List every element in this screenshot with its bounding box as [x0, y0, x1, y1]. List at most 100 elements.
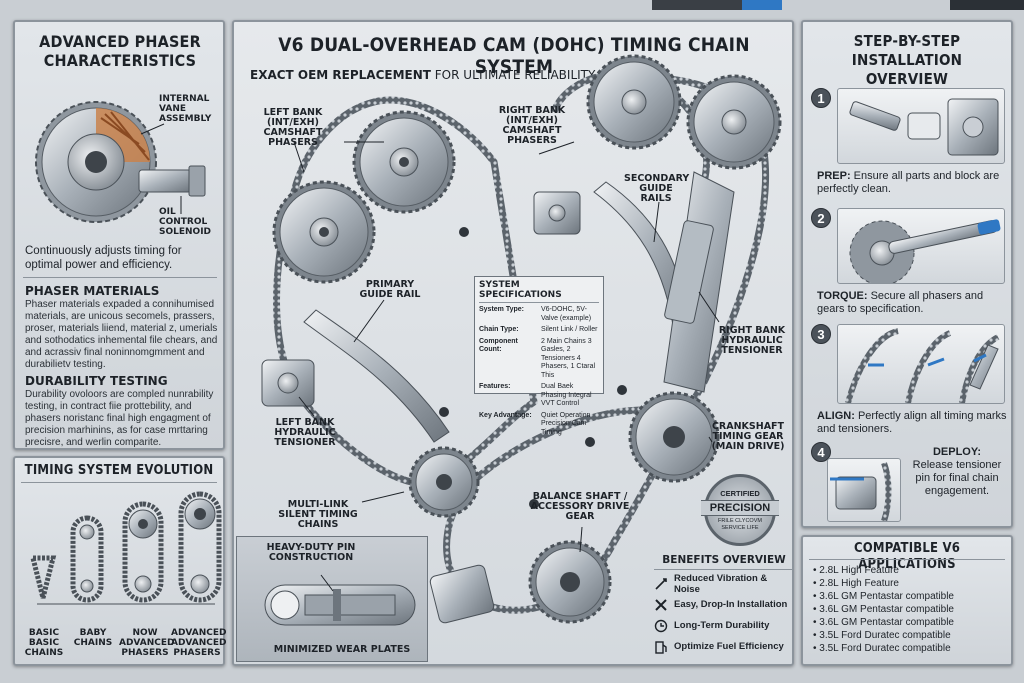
basic-chain-icon: [29, 555, 57, 599]
right-phasers-label: RIGHT BANK (INT/EXH) CAMSHAFT PHASERS: [498, 105, 566, 146]
phaser-characteristics-panel: ADVANCED PHASER CHARACTERISTICS INTERNAL…: [13, 20, 225, 450]
spec-row: Chain Type:Silent Link / Roller: [479, 326, 598, 333]
oil-solenoid-label: OIL CONTROL SOLENOID: [159, 207, 212, 237]
durability-text: Durability ovoloors are compled nunrabil…: [25, 389, 214, 448]
timing-evolution-panel: TIMING SYSTEM EVOLUTION BASIC BASIC CHAI…: [13, 456, 227, 666]
vibration-icon: [655, 577, 667, 590]
pin-top-label: HEAVY-DUTY PIN CONSTRUCTION: [266, 542, 356, 563]
step-3-text: ALIGN: Perfectly align all timing marks …: [817, 410, 1007, 435]
specs-heading: SYSTEM SPECIFICATIONS: [479, 280, 599, 303]
benefit-item: Optimize Fuel Efficiency: [654, 636, 794, 657]
left-tensioner: [261, 359, 315, 407]
left-tensioner-label: LEFT BANK HYDRAULIC TENSIONER: [274, 417, 336, 448]
left-cam-phaser-1: [352, 110, 456, 214]
step-4-text: DEPLOY:Release tensioner pin for final c…: [912, 446, 1002, 497]
system-specs-box: SYSTEM SPECIFICATIONS System Type:V6-DOH…: [474, 276, 604, 436]
benefits-box: BENEFITS OVERVIEW Reduced Vibration & No…: [654, 554, 794, 664]
spec-row: Key Advantage:Quiet Operation Precision …: [479, 411, 591, 436]
spec-row: System Type:V6-DOHC, 5V-Valve (example): [479, 306, 592, 322]
spec-row: Features:Dual Baek Phasing Integral VVT …: [479, 383, 592, 407]
crankshaft-label: CRANKSHAFT TIMING GEAR (MAIN DRIVE): [711, 421, 785, 452]
step-1-number: 1: [811, 88, 831, 108]
step-2-image: [837, 208, 1005, 284]
durability-title: DURABILITY TESTING: [25, 374, 168, 388]
corner-accent-blue: [742, 0, 782, 10]
evo-label-baby: BABY CHAINS: [73, 628, 113, 648]
compat-item: 3.6L GM Pentastar compatible: [813, 616, 954, 629]
main-subtitle-bold: EXACT OEM REPLACEMENT: [250, 68, 431, 82]
phaser-gear-icon: [35, 101, 157, 223]
evo-label-advanced: ADVANCED ADVANCED PHASERS: [171, 628, 227, 658]
certified-precision-badge: CERTIFIED PRECISION FRILE CLYCOVM SERVIC…: [701, 474, 779, 546]
chain-link-icon: [264, 574, 416, 626]
benefit-item: Easy, Drop-In Installation: [654, 594, 794, 615]
divider: [23, 277, 217, 278]
balance-shaft-gear: [528, 540, 612, 624]
upper-tensioner-block: [533, 191, 581, 235]
badge-top-text: CERTIFIED: [720, 489, 760, 498]
step-3-image: [837, 324, 1005, 404]
left-cam-phaser-2: [272, 180, 376, 284]
step-1-text: PREP: Ensure all parts and block are per…: [817, 170, 1000, 195]
pin-construction-inset: HEAVY-DUTY PIN CONSTRUCTION MINIMIZED WE…: [236, 536, 428, 662]
badge-bottom-text: FRILE CLYCOVM SERVICE LIFE: [718, 518, 762, 531]
main-title: V6 DUAL-OVERHEAD CAM (DOHC) TIMING CHAIN…: [278, 34, 750, 78]
materials-text: Phaser materials expaded a connihumised …: [25, 299, 218, 370]
primary-rail-label: PRIMARY GUIDE RAIL: [359, 279, 421, 300]
tensioner-pin-icon: [830, 461, 892, 521]
left-timing-chain: [273, 96, 538, 487]
right-tensioner-label: RIGHT BANK HYDRAULIC TENSIONER: [718, 325, 786, 356]
balance-shaft-label: BALANCE SHAFT / ACCESSORY DRIVE GEAR: [530, 491, 630, 522]
advanced-phaser-icon: [178, 491, 222, 603]
corner-accent-dark: [652, 0, 742, 10]
benefits-heading: BENEFITS OVERVIEW: [654, 554, 794, 570]
clock-icon: [654, 619, 668, 632]
benefit-item: Long-Term Durability: [654, 615, 794, 636]
compat-list: 2.8L High Feature 2.8L High Feature 3.6L…: [813, 564, 954, 655]
compat-item: 3.6L GM Pentastar compatible: [813, 590, 954, 603]
step-1-image: [837, 88, 1005, 164]
idler-gear: [408, 446, 480, 518]
tools-icon: [655, 598, 667, 611]
step-4-number: 4: [811, 442, 831, 462]
compatible-apps-panel: COMPATIBLE V6 APPLICATIONS 2.8L High Fea…: [801, 535, 1013, 666]
fuel-icon: [655, 640, 667, 654]
internal-vane-label: INTERNAL VANE ASSEMBLY: [159, 94, 212, 124]
now-phaser-icon: [122, 501, 164, 603]
compat-item: 2.8L High Feature: [813, 577, 954, 590]
multilink-chains-label: MULTI-LINK SILENT TIMING CHAINS: [278, 499, 358, 530]
torque-wrench-icon: [849, 219, 1001, 283]
evo-label-now: NOW ADVANCED PHASERS: [119, 628, 175, 658]
main-subtitle: EXACT OEM REPLACEMENT FOR ULTIMATE RELIA…: [250, 68, 597, 82]
right-cam-phaser-2: [686, 74, 782, 170]
phaser-illustration: [35, 101, 206, 223]
pin-bottom-label: MINIMIZED WEAR PLATES: [273, 644, 411, 655]
timing-chain-diagram: [261, 54, 782, 624]
compat-item: 3.5L Ford Duratec compatible: [813, 629, 954, 642]
main-subtitle-rest: FOR ULTIMATE RELIABILITY.: [430, 68, 597, 82]
evolution-heading: TIMING SYSTEM EVOLUTION: [24, 463, 214, 478]
step-3-number: 3: [811, 324, 831, 344]
lower-tensioner: [429, 564, 495, 624]
alignment-icon: [845, 328, 1000, 403]
step-2-text: TORQUE: Secure all phasers and gears to …: [817, 290, 984, 315]
cleaning-tools-icon: [849, 98, 999, 156]
evolution-illustration: [29, 491, 222, 605]
benefit-item: Reduced Vibration & Noise: [654, 573, 794, 595]
spec-row: Component Count:2 Main Chains 3 Gasles, …: [479, 337, 596, 379]
install-heading: STEP-BY-STEP INSTALLATION OVERVIEW: [851, 32, 963, 88]
baby-chain-icon: [70, 515, 104, 603]
step-2-number: 2: [811, 208, 831, 228]
phaser-panel-heading: ADVANCED PHASER CHARACTERISTICS: [39, 32, 201, 70]
primary-guide-rail: [303, 309, 450, 443]
left-phasers-label: LEFT BANK (INT/EXH) CAMSHAFT PHASERS: [263, 107, 323, 148]
step-4-image: [827, 458, 901, 522]
phaser-summary: Continuously adjusts timing for optimal …: [25, 245, 182, 271]
solenoid-icon: [138, 165, 206, 197]
right-cam-phaser-1: [586, 54, 682, 150]
crankshaft-gear: [628, 391, 720, 483]
materials-title: PHASER MATERIALS: [25, 284, 160, 298]
compat-item: 2.8L High Feature: [813, 564, 954, 577]
compat-item: 3.5L Ford Duratec compatible: [813, 642, 954, 655]
secondary-rails-label: SECONDARY GUIDE RAILS: [624, 173, 690, 204]
